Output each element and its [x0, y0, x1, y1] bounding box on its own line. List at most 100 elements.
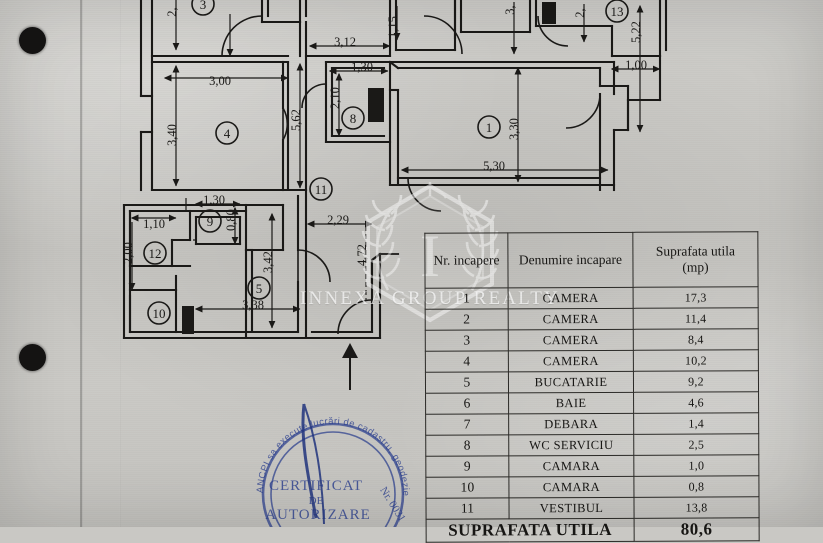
dimension-label: 3,40	[165, 124, 179, 146]
header-nr-incapere: Nr. incapere	[424, 232, 509, 289]
room-area: 8,4	[633, 328, 759, 351]
room-number: 5	[425, 371, 509, 394]
room-marker-label: 9	[207, 214, 214, 229]
room-marker-5: 5	[247, 276, 271, 300]
dimension-label: 3,00	[209, 74, 231, 88]
room-marker-12: 12	[143, 241, 167, 265]
room-number: 10	[425, 476, 509, 499]
room-name: CAMERA	[508, 308, 634, 330]
room-number: 2	[425, 308, 509, 331]
room-number: 1	[425, 287, 509, 310]
dimension-label: 2,	[573, 8, 587, 17]
room-area: 17,3	[633, 286, 759, 309]
dimension-label: 1,15	[386, 16, 400, 38]
dimension-label: 3,30	[507, 118, 521, 140]
room-number: 9	[425, 455, 509, 478]
room-number: 11	[425, 497, 510, 520]
dimension-label: 2,	[165, 7, 179, 16]
header-suprafata-line1: Suprafata utila	[655, 243, 735, 260]
table-total-row: SUPRAFATA UTILA 80,6	[426, 517, 760, 543]
room-name: CAMERA	[508, 287, 634, 309]
room-number: 3	[425, 329, 509, 352]
room-marker-label: 3	[200, 0, 207, 12]
dimension-label: 3,38	[242, 298, 264, 312]
room-number: 8	[425, 434, 509, 457]
room-name: WC SERVICIU	[508, 434, 634, 456]
room-marker-3: 3	[191, 0, 215, 16]
room-marker-11: 11	[309, 177, 333, 201]
room-marker-1: 1	[477, 115, 501, 139]
dimension-label: 2,10	[328, 87, 342, 109]
paper-fold-crease-secondary	[119, 0, 121, 527]
room-name: CAMERA	[508, 350, 634, 372]
dimension-label: 1,00	[625, 58, 647, 72]
room-marker-label: 12	[149, 246, 162, 261]
dimension-label: 2,00	[121, 242, 135, 264]
dimension-label: 5,30	[483, 159, 505, 173]
room-area: 13,8	[633, 496, 760, 519]
dimension-label: 3,	[503, 5, 517, 14]
room-marker-label: 5	[256, 281, 263, 296]
header-suprafata-line2: (mp)	[682, 259, 709, 275]
room-name: CAMARA	[508, 455, 634, 477]
dimension-label: 2,29	[327, 213, 349, 227]
dimension-label: 0,80	[224, 209, 238, 231]
north-arrow	[342, 343, 358, 390]
room-area: 1,4	[633, 412, 759, 435]
room-marker-4: 4	[215, 121, 239, 145]
room-name: CAMARA	[508, 476, 634, 498]
dimension-label: 1,10	[143, 217, 165, 231]
room-marker-label: 13	[611, 4, 624, 19]
dimension-label: 1,30	[351, 60, 373, 74]
room-number: 4	[425, 350, 509, 373]
binder-punch-hole-top	[19, 27, 46, 54]
room-area: 10,2	[633, 349, 759, 372]
room-area: 4,6	[633, 391, 759, 414]
room-marker-label: 1	[486, 120, 493, 135]
binder-punch-hole-bottom	[19, 344, 46, 371]
room-marker-13: 13	[605, 0, 629, 23]
dimension-label: 1,30	[203, 193, 225, 207]
room-marker-label: 11	[315, 182, 328, 197]
paper-fold-crease	[80, 0, 83, 527]
room-area: 2,5	[633, 433, 759, 456]
room-name: VESTIBUL	[508, 497, 635, 519]
dimension-label: 3,12	[334, 35, 356, 49]
room-marker-label: 4	[224, 126, 231, 141]
room-marker-9: 9	[198, 209, 222, 233]
room-area: 9,2	[633, 370, 759, 393]
room-marker-8: 8	[341, 106, 365, 130]
room-number: 6	[425, 392, 509, 415]
room-number: 7	[425, 413, 509, 436]
total-label: SUPRAFATA UTILA	[426, 518, 635, 543]
dimension-label: 5,22	[629, 21, 643, 43]
room-name: BAIE	[508, 392, 634, 414]
dimension-label: 5,62	[289, 109, 303, 131]
table-header-row: Nr. incapere Denumire incapare Suprafata…	[424, 231, 759, 289]
dimension-label: 4,72	[355, 244, 369, 266]
total-value: 80,6	[634, 517, 760, 542]
room-schedule-table: Nr. incapere Denumire incapare Suprafata…	[424, 231, 760, 543]
room-name: BUCATARIE	[508, 371, 634, 393]
room-area: 11,4	[633, 307, 759, 330]
room-marker-label: 10	[153, 306, 166, 321]
dimension-label: 3,42	[261, 251, 275, 273]
paper-sheet	[0, 0, 823, 527]
room-area: 1,0	[633, 454, 759, 477]
room-marker-label: 8	[350, 111, 357, 126]
room-marker-10: 10	[147, 301, 171, 325]
header-suprafata-utila: Suprafata utila (mp)	[632, 231, 759, 288]
room-area: 0,8	[633, 475, 759, 498]
